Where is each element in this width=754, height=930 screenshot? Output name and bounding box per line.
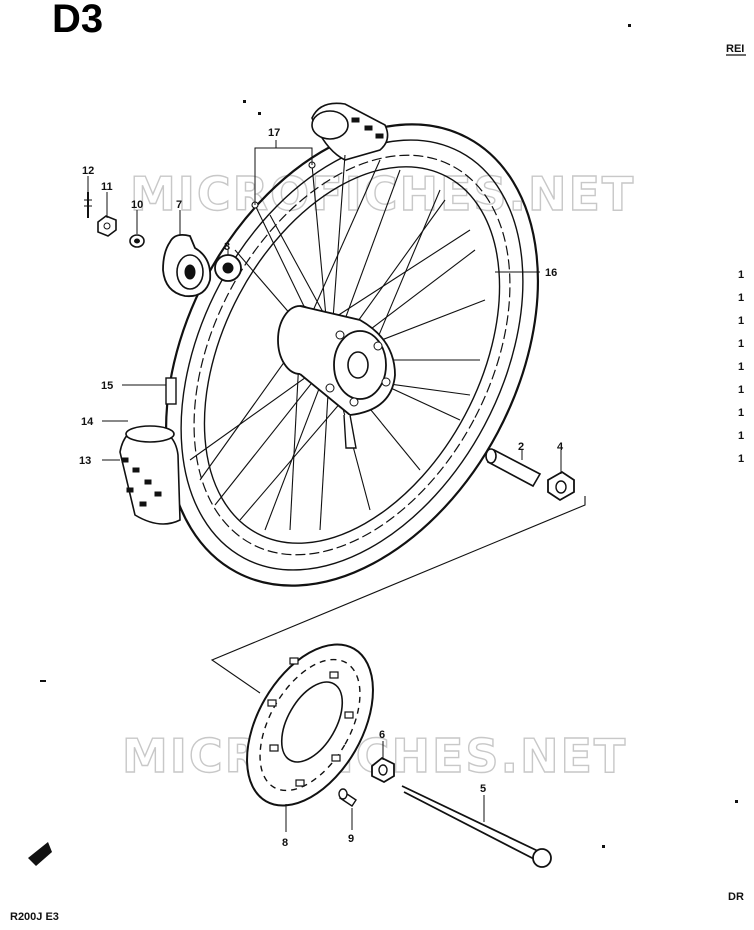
nut-4 — [547, 470, 575, 502]
svg-text:14: 14 — [81, 416, 94, 428]
brake-disc-8 — [246, 643, 374, 807]
svg-text:9: 9 — [348, 833, 354, 845]
direction-arrow-icon — [28, 842, 52, 866]
svg-text:10: 10 — [131, 199, 143, 211]
svg-text:15: 15 — [101, 380, 113, 392]
svg-text:1: 1 — [738, 453, 744, 465]
svg-text:1: 1 — [738, 384, 744, 396]
washer-10 — [129, 234, 145, 248]
bearing-3 — [214, 254, 242, 282]
svg-text:5: 5 — [480, 783, 486, 795]
washer-6 — [371, 756, 395, 784]
svg-text:6: 6 — [379, 729, 385, 741]
svg-text:8: 8 — [282, 837, 288, 849]
rim-band-14 — [119, 425, 181, 525]
valve-15 — [165, 377, 177, 405]
model-label: R200J E3 — [10, 911, 59, 923]
leader-lines — [87, 140, 562, 832]
svg-text:1: 1 — [738, 430, 744, 442]
footer-right-label: DR — [728, 891, 744, 903]
svg-text:16: 16 — [545, 267, 557, 279]
svg-text:2: 2 — [518, 441, 524, 453]
svg-text:11: 11 — [101, 181, 113, 193]
right-edge-marks: 1 1 1 1 1 1 1 1 1 — [738, 269, 744, 465]
disc-bolt-9 — [338, 788, 357, 807]
wheel-hub — [277, 305, 396, 449]
svg-text:1: 1 — [738, 361, 744, 373]
section-code: D3 — [52, 0, 103, 41]
svg-text:4: 4 — [557, 441, 564, 453]
svg-text:13: 13 — [79, 455, 91, 467]
svg-text:1: 1 — [738, 338, 744, 350]
ref-label: REI — [726, 43, 744, 55]
spacer-2 — [485, 448, 542, 488]
speedometer-gearbox-7 — [162, 233, 212, 298]
axle-centerline — [210, 496, 586, 694]
svg-text:1: 1 — [738, 292, 744, 304]
svg-text:12: 12 — [82, 165, 94, 177]
svg-text:1: 1 — [738, 407, 744, 419]
svg-text:17: 17 — [268, 127, 280, 139]
svg-text:1: 1 — [738, 269, 744, 281]
svg-text:1: 1 — [738, 315, 744, 327]
bolt-12 — [84, 192, 92, 218]
axle-5 — [401, 785, 552, 868]
watermark-top: MICROFICHES.NET — [130, 167, 635, 221]
svg-text:7: 7 — [176, 199, 182, 211]
svg-text:3: 3 — [224, 241, 230, 253]
scan-marks — [40, 24, 738, 848]
callout-labels: 17 12 11 10 7 3 16 15 14 13 2 4 6 5 8 9 — [79, 127, 564, 849]
nut-11 — [97, 215, 117, 237]
tire-tread-top — [311, 102, 389, 161]
